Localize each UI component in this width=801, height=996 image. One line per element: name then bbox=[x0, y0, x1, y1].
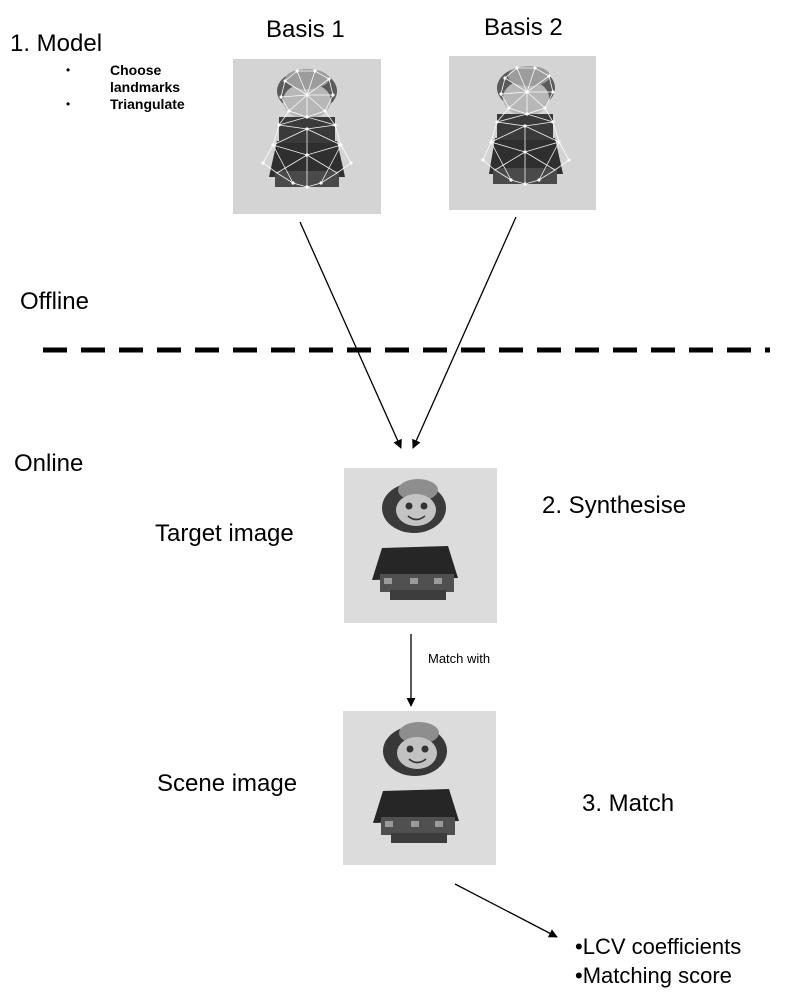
model-heading: 1. Model bbox=[10, 30, 103, 57]
model-steps: Choose landmarks Triangulate bbox=[66, 62, 190, 113]
target-image bbox=[344, 468, 497, 623]
step-triangulate: Triangulate bbox=[66, 96, 190, 113]
basis1-label: Basis 1 bbox=[266, 16, 345, 43]
online-label: Online bbox=[14, 450, 84, 477]
match-step-label: 3. Match bbox=[582, 790, 675, 817]
arrow-scene-to-outputs bbox=[454, 883, 558, 938]
scene-image bbox=[343, 711, 496, 865]
basis1-image bbox=[233, 59, 381, 214]
basis2-label: Basis 2 bbox=[484, 14, 563, 41]
output-matching-score: •Matching score bbox=[575, 963, 732, 988]
step-choose-landmarks: Choose landmarks bbox=[66, 62, 190, 96]
basis2-image bbox=[449, 56, 596, 210]
offline-label: Offline bbox=[20, 288, 89, 315]
output-list: •LCV coefficients •Matching score bbox=[575, 932, 741, 990]
synthesise-step-label: 2. Synthesise bbox=[542, 492, 687, 519]
match-with-label: Match with bbox=[428, 651, 491, 666]
arrow-basis1-to-target bbox=[299, 221, 402, 449]
scene-image-label: Scene image bbox=[157, 770, 298, 797]
target-image-label: Target image bbox=[155, 520, 294, 547]
arrow-basis2-to-target bbox=[412, 216, 517, 449]
output-lcv-coefficients: •LCV coefficients bbox=[575, 934, 742, 959]
